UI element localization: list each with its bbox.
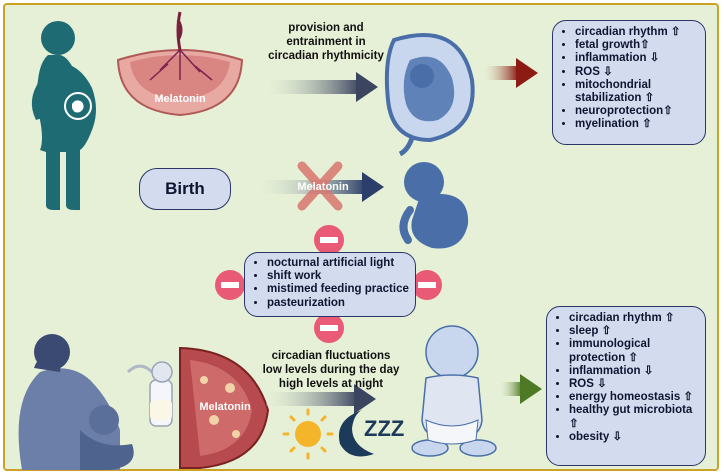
breast-pump-icon (126, 361, 173, 427)
provision-text-line: provision and (288, 22, 364, 34)
provision-text-line: entrainment in (286, 36, 366, 48)
birth-melatonin-label: Melatonin (297, 181, 349, 193)
infant-effect-item: immunological protection ⇧ (569, 338, 701, 364)
fetal-effects-arrow (484, 58, 538, 88)
inhibit-icon-right (412, 270, 442, 300)
disruptor-item: mistimed feeding practice (267, 283, 411, 296)
provision-text: provision and entrainment in circadian r… (256, 21, 396, 63)
milk-text-line: low levels during the day (262, 364, 400, 376)
sun-icon (282, 408, 334, 460)
fetus-in-womb-icon (384, 33, 475, 157)
infant-effect-item: healthy gut microbiota ⇧ (569, 404, 701, 430)
milk-text: circadian fluctuations low levels during… (256, 349, 406, 391)
fetal-effect-item: mitochondrial stabilization ⇧ (575, 79, 701, 105)
sleep-zzz-label: ZZZ (364, 416, 404, 441)
breastfeeding-mother-icon (18, 334, 134, 470)
inhibit-icon-bottom (314, 313, 344, 343)
placenta-melatonin-label: Melatonin (154, 93, 206, 105)
milk-arrow (266, 384, 376, 414)
infant-effects-box: circadian rhythm ⇧ sleep ⇧ immunological… (546, 306, 706, 466)
birth-label: Birth (165, 179, 205, 198)
milk-text-line: circadian fluctuations (271, 350, 391, 362)
fetal-effect-item: myelination ⇧ (575, 118, 701, 131)
disruptor-item: shift work (267, 270, 411, 283)
provision-arrow (268, 72, 378, 102)
milk-text-line: high levels at night (278, 378, 384, 390)
baby-icon (411, 325, 497, 457)
fetal-effect-item: ROS ⇩ (575, 66, 701, 79)
infant-effect-item: energy homeostasis ⇧ (569, 391, 701, 404)
placenta-icon (116, 11, 244, 117)
birth-arrow (258, 172, 384, 202)
breast-tissue-icon (179, 346, 270, 469)
disruptor-item: nocturnal artificial light (267, 257, 411, 270)
fetal-effect-item: inflammation ⇩ (575, 52, 701, 65)
provision-text-line: circadian rhythmicity (268, 50, 384, 62)
infant-effect-item: sleep ⇧ (569, 325, 701, 338)
infant-effect-item: ROS ⇩ (569, 378, 701, 391)
fetal-effect-item: neuroprotection⇧ (575, 105, 701, 118)
pregnant-woman-icon (31, 21, 96, 210)
inhibit-icon-top (314, 225, 344, 255)
infant-effect-item: circadian rhythm ⇧ (569, 312, 701, 325)
breast-melatonin-label: Melatonin (199, 401, 251, 413)
inhibit-icon-left (215, 270, 245, 300)
disruptor-item: pasteurization (267, 297, 411, 310)
cross-icon (297, 161, 343, 211)
infant-effect-item: inflammation ⇩ (569, 365, 701, 378)
infant-effects-arrow (500, 374, 542, 404)
disruptors-box: nocturnal artificial light shift work mi… (244, 252, 416, 317)
fetal-effects-box: circadian rhythm ⇧ fetal growth⇧ inflamm… (552, 20, 706, 145)
birth-box: Birth (139, 168, 231, 210)
moon-icon (338, 410, 374, 457)
infant-effect-item: obesity ⇩ (569, 431, 701, 444)
fetal-effect-item: fetal growth⇧ (575, 39, 701, 52)
fetal-effect-item: circadian rhythm ⇧ (575, 26, 701, 39)
newborn-icon (399, 162, 469, 249)
